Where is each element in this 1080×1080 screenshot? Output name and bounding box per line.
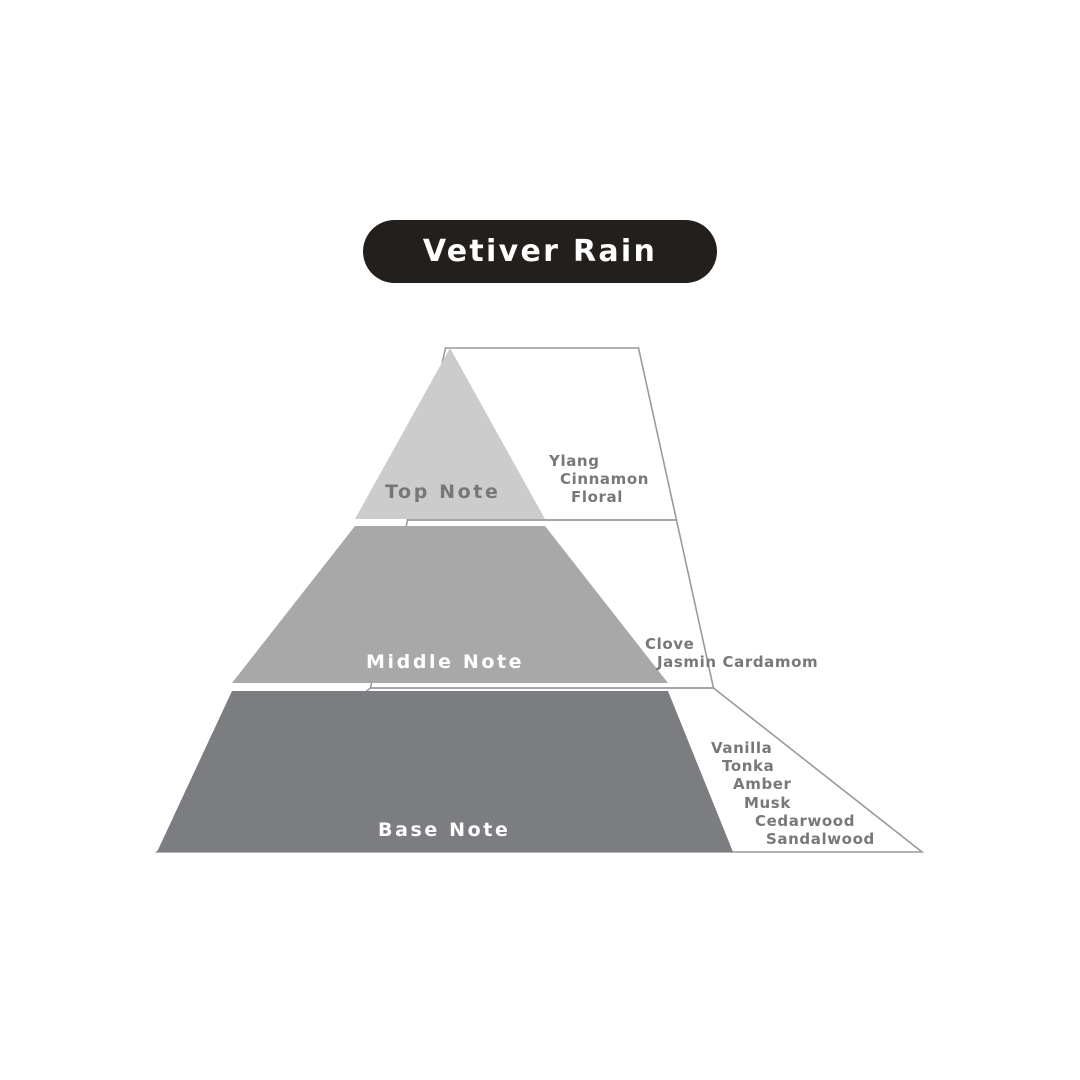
ingredient-item: Sandalwood [766,830,875,849]
ingredient-list-base: Vanilla Tonka Amber Musk Cedarwood Sanda… [711,739,875,848]
ingredient-item: Cedarwood [755,811,856,830]
ingredient-item: Floral [571,488,623,507]
ingredient-item: Jasmin Cardamom [657,653,819,672]
ingredient-list-top: Ylang Cinnamon Floral [549,452,649,507]
tier-label-base: Base Note [378,819,511,841]
fragrance-title-pill: Vetiver Rain [363,220,717,283]
ingredient-item: Cinnamon [560,470,650,489]
ingredient-item: Amber [733,775,792,794]
ingredient-item: Vanilla [711,739,773,757]
tier-fill-base [157,691,733,852]
pyramid-fill-tiers [157,348,733,852]
ingredient-item: Tonka [722,757,775,776]
ingredient-item: Ylang [549,452,600,470]
page-title: Vetiver Rain [422,233,658,269]
ingredient-item: Musk [744,793,791,812]
tier-fill-top [355,348,545,519]
ingredient-item: Clove [645,635,695,653]
ingredient-list-middle: Clove Jasmin Cardamom [645,635,818,671]
tier-label-middle: Middle Note [366,651,525,673]
tier-label-top: Top Note [385,481,501,503]
tier-fill-middle [232,526,668,683]
